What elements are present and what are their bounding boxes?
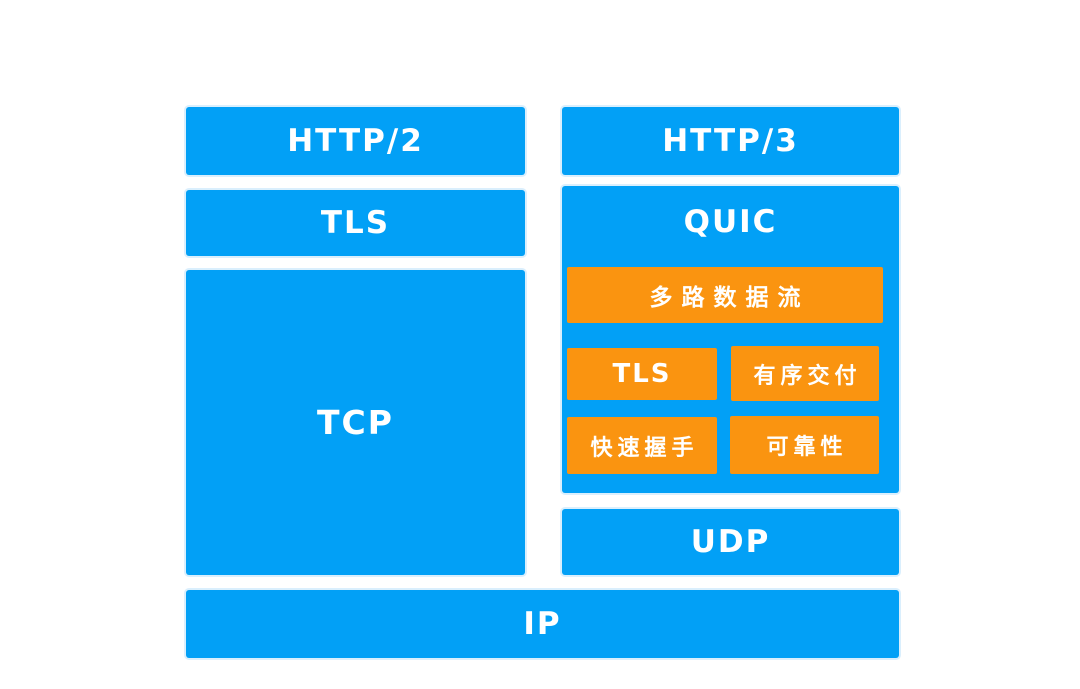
quic-feature-fast-handshake: 快速握手 — [567, 417, 717, 474]
udp-box: UDP — [562, 509, 899, 575]
http2-box: HTTP/2 — [186, 107, 525, 175]
quic-feature-tls: TLS — [567, 348, 717, 400]
ip-box: IP — [186, 590, 899, 658]
http3-box: HTTP/3 — [562, 107, 899, 175]
quic-label: QUIC — [683, 204, 778, 240]
quic-feature-multiplexed-streams: 多路数据流 — [567, 267, 883, 323]
quic-feature-ordered-delivery: 有序交付 — [731, 346, 879, 401]
quic-feature-reliability: 可靠性 — [730, 416, 879, 474]
tls-box: TLS — [186, 190, 525, 256]
quic-box: QUIC 多路数据流 TLS 有序交付 快速握手 可靠性 — [562, 186, 899, 493]
tcp-box: TCP — [186, 270, 525, 575]
